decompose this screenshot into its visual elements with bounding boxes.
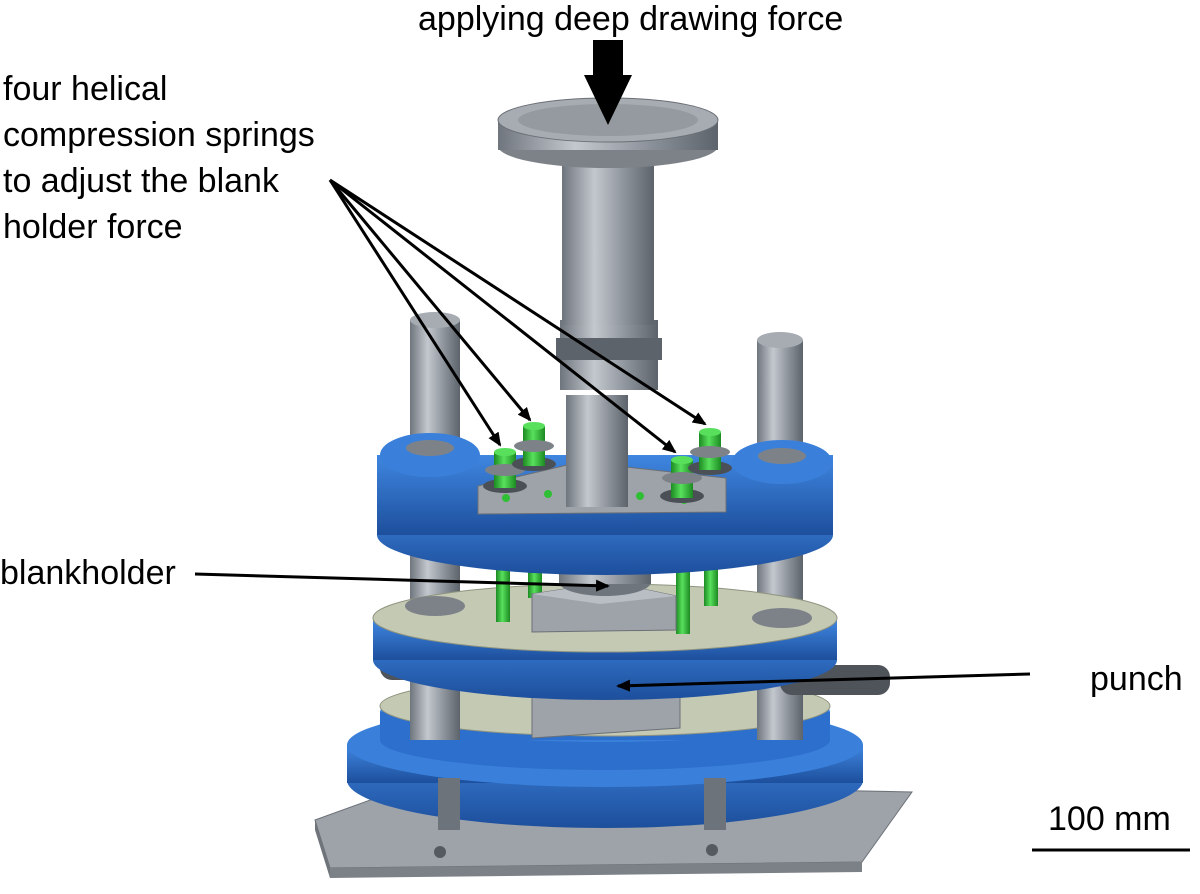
spring-4 bbox=[688, 428, 732, 475]
leader-spring-3 bbox=[329, 178, 677, 454]
spring-1 bbox=[483, 448, 527, 493]
force-arrow bbox=[584, 40, 632, 125]
leader-spring-2 bbox=[328, 179, 532, 422]
leader-spring-1 bbox=[328, 179, 502, 447]
helical-compression-springs bbox=[483, 422, 732, 503]
leader-spring-4 bbox=[329, 178, 707, 426]
label-punch: punch bbox=[1090, 660, 1183, 698]
leader-lines bbox=[194, 178, 1031, 692]
spring-3 bbox=[660, 456, 704, 503]
blankholder-block bbox=[531, 566, 677, 633]
leader-blankholder bbox=[194, 572, 610, 592]
scale-bar: 100 mm bbox=[1032, 800, 1190, 852]
label-blankholder: blankholder bbox=[0, 554, 176, 592]
label-springs-line-3: to adjust the blank bbox=[3, 162, 280, 200]
leader-punch bbox=[616, 672, 1031, 692]
label-springs-line-1: four helical bbox=[3, 70, 167, 108]
spring-2 bbox=[512, 422, 556, 471]
label-springs: four helical compression springs to adju… bbox=[3, 70, 315, 246]
label-springs-line-2: compression springs bbox=[3, 116, 315, 154]
scale-bar-label: 100 mm bbox=[1048, 800, 1171, 838]
label-force: applying deep drawing force bbox=[418, 0, 843, 38]
label-springs-line-4: holder force bbox=[3, 208, 183, 246]
